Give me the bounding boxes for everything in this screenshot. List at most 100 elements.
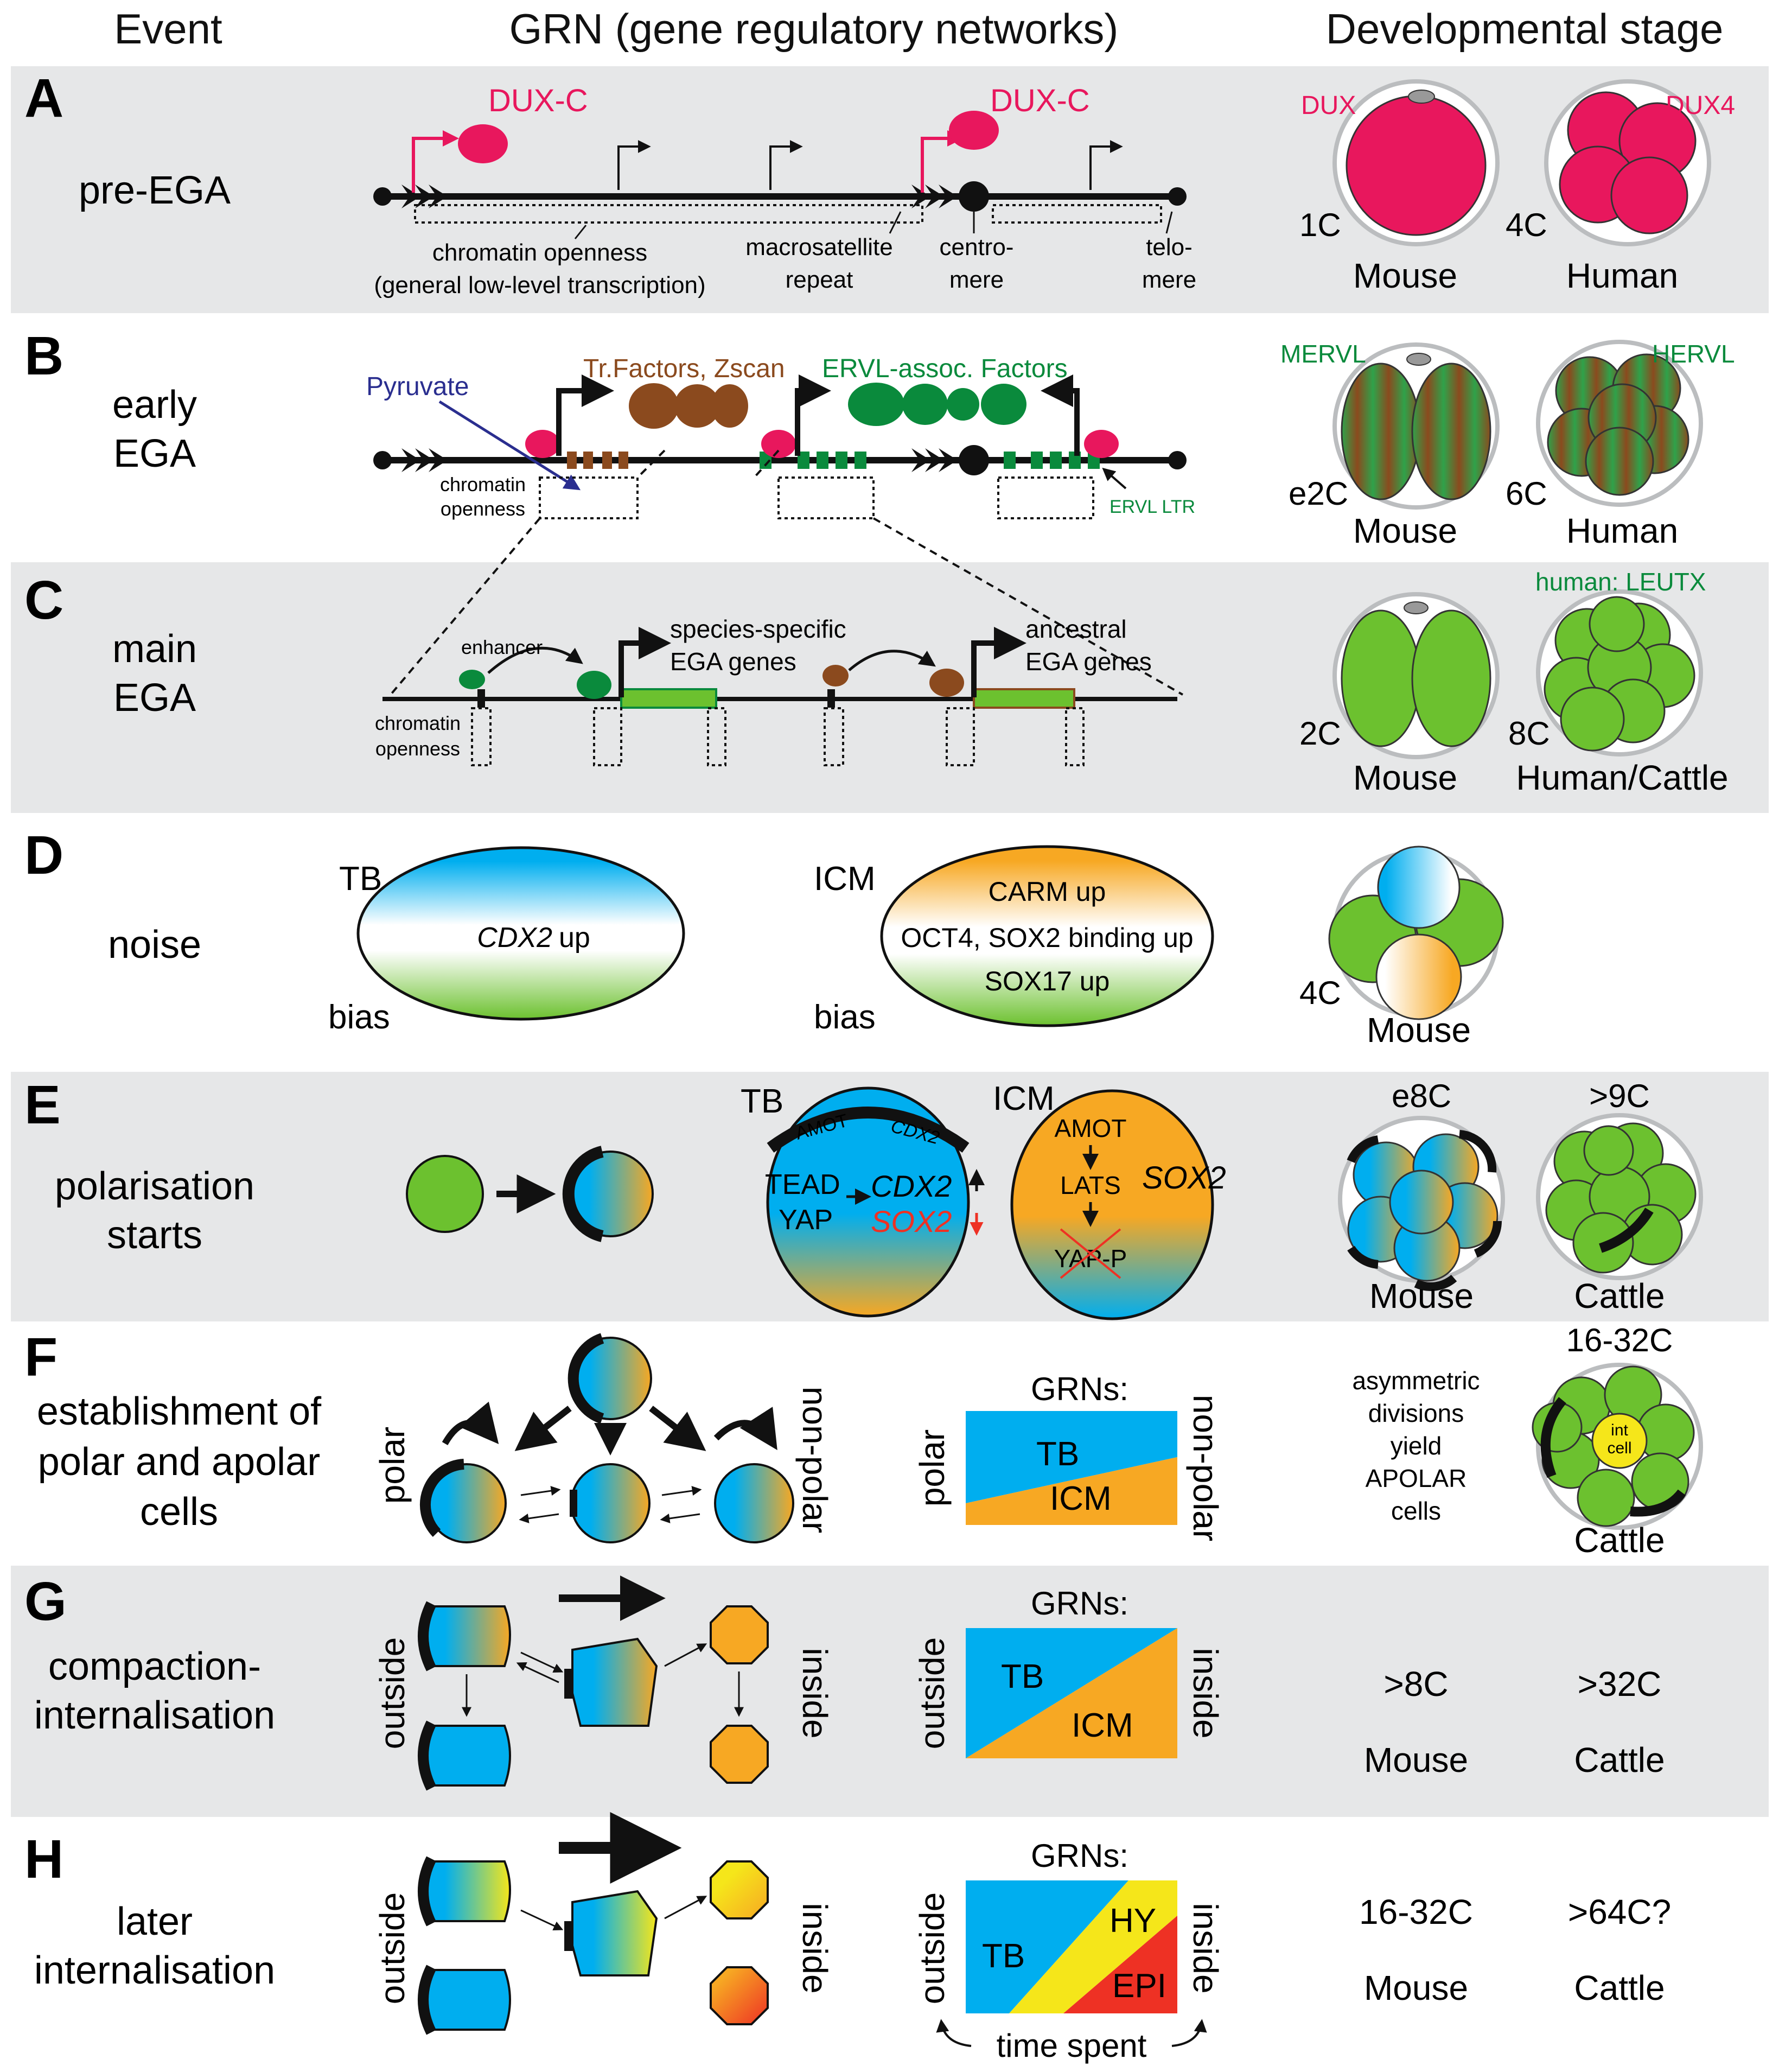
- event-label-F-1: establishment of: [37, 1390, 322, 1433]
- cattle-apical-cap: [1540, 1397, 1567, 1478]
- grns-epi: EPI: [1112, 1967, 1166, 2005]
- tb-apical-domain: [767, 1107, 970, 1153]
- pyruvate-arrow: [438, 400, 581, 491]
- enhancer-mark: [827, 689, 835, 708]
- grns-tb: TB: [982, 1937, 1025, 1975]
- chromatin-pointer: [574, 225, 587, 239]
- telo-pointer: [1165, 211, 1173, 234]
- division-arrow: [514, 1406, 572, 1451]
- grns-label: GRNs:: [1031, 1838, 1128, 1874]
- zoom-line: [753, 449, 780, 479]
- eight-cell-embryo: [1544, 596, 1695, 752]
- ancestral-label: ancestral: [1025, 615, 1127, 643]
- species-specific-sub: EGA genes: [670, 647, 796, 676]
- event-label-H-1: later: [117, 1900, 193, 1943]
- inner-cell-hy: [710, 1860, 769, 1920]
- exchange-arrow: [520, 1486, 561, 1496]
- enhancer-tf-green: [459, 670, 485, 689]
- self-renew-arrow: [713, 1407, 777, 1451]
- yap-label: YAP: [779, 1204, 833, 1236]
- telomere-label: telo-: [1146, 234, 1193, 260]
- outer-cell-top: [422, 1860, 511, 1922]
- grns-hy: HY: [1110, 1902, 1156, 1940]
- apical-patch: [570, 1490, 577, 1517]
- header-event: Event: [114, 5, 222, 53]
- event-label-B-2: EGA: [113, 432, 196, 475]
- self-renew-arrow: [442, 1401, 499, 1446]
- stage-gene-left: MERVL: [1280, 340, 1366, 368]
- promoter-arrow: [1089, 140, 1123, 190]
- apical-patch: [564, 1921, 573, 1951]
- promoter-arrow: [769, 140, 803, 190]
- species-specific-label: species-specific: [670, 615, 846, 643]
- internalisation-diagram: [418, 1575, 769, 1791]
- enhancer-loop: [848, 650, 936, 671]
- stage-cell-right: >32C: [1578, 1664, 1662, 1704]
- ancestral-gene: [973, 688, 1075, 709]
- zoom-line: [873, 517, 1183, 696]
- amot2-label: AMOT: [1055, 1114, 1127, 1142]
- outside-label: outside: [373, 1637, 412, 1749]
- human-gene-label: human: LEUTX: [1535, 568, 1706, 596]
- stage-cell-left: 2C: [1299, 715, 1341, 752]
- event-label-D: noise: [108, 923, 201, 967]
- internal-cell: [1591, 1413, 1648, 1469]
- blastomere: [1411, 609, 1491, 747]
- row-letter-H: H: [24, 1829, 63, 1890]
- stage-cell-right: >64C?: [1568, 1892, 1671, 1931]
- exchange-arrow: [520, 1651, 564, 1673]
- stage-cell: 4C: [1299, 975, 1341, 1011]
- dux-promoter-arrow-2: [921, 130, 964, 193]
- event-label-F-3: cells: [140, 1490, 218, 1534]
- cdx2-label: CDX2: [871, 1169, 952, 1203]
- species-left: Mouse: [1353, 758, 1457, 797]
- oct4-label: OCT4, SOX2 binding up: [901, 923, 1193, 953]
- centromere-sub: mere: [949, 266, 1004, 293]
- grns-label: GRNs:: [1031, 1585, 1128, 1622]
- stage-cell-right: 4C: [1506, 207, 1547, 243]
- promoter-tf-green: [577, 671, 611, 699]
- transitioning-cell: [571, 1890, 658, 1976]
- inside-label: inside: [795, 1903, 834, 1993]
- cattle-apical-cap: [1599, 1207, 1654, 1253]
- grn-hy-area: [1009, 1880, 1177, 2013]
- inner-cell-top: [710, 1605, 769, 1664]
- cell-label: cell: [1607, 1439, 1631, 1457]
- inside-label-grn: inside: [1186, 1903, 1225, 1993]
- header-stage: Developmental stage: [1326, 5, 1724, 53]
- tead-label: TEAD: [765, 1169, 840, 1200]
- species-left: Mouse: [1364, 1740, 1468, 1779]
- macrosatellite-sub: repeat: [786, 266, 853, 293]
- macrosatellite-chevrons-left: [401, 185, 448, 208]
- asym-4: APOLAR: [1366, 1464, 1467, 1492]
- nonpolar-label: non-polar: [795, 1387, 834, 1533]
- ervl-promoter-arrow-left: [795, 374, 831, 456]
- e8c-apical-caps: [1347, 1130, 1502, 1291]
- enhancer-label: enhancer: [461, 636, 543, 658]
- event-label-B-1: early: [112, 383, 197, 427]
- enhancer-loop: [487, 646, 583, 674]
- inside-label: inside: [795, 1648, 834, 1738]
- grns-label: GRNs:: [1031, 1371, 1128, 1407]
- four-cell-embryo: [1559, 91, 1697, 234]
- blastomere: [1341, 609, 1421, 747]
- ervl-proteins: [848, 383, 1026, 426]
- telomere-sub: mere: [1142, 266, 1196, 293]
- middle-cell: [570, 1463, 651, 1543]
- to-inner-arrow: [664, 1896, 707, 1920]
- yapp-label: YAP-P: [1054, 1244, 1127, 1273]
- blastomere: [1411, 363, 1491, 500]
- later-internalisation-diagram: [418, 1812, 769, 2035]
- centromere: [959, 445, 989, 475]
- dux-protein-2: [949, 111, 999, 150]
- chromosome-end: [373, 187, 392, 206]
- row-A: A pre-EGA DUX-C DUX-C chromatin openness…: [24, 68, 1735, 298]
- species-right: Cattle: [1574, 1740, 1665, 1779]
- row-letter-D: D: [24, 825, 63, 886]
- polar-body: [1406, 353, 1431, 366]
- time-arrow-right: [1171, 2019, 1207, 2047]
- bias-label-1: bias: [328, 999, 390, 1036]
- event-label-F-2: polar and apolar: [38, 1440, 320, 1484]
- dux-protein: [525, 430, 560, 458]
- stage-cell-right: 6C: [1506, 475, 1547, 512]
